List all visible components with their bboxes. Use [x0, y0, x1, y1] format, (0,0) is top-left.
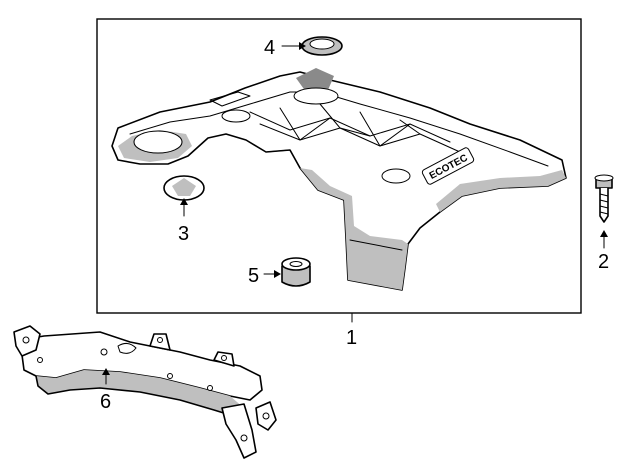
insulator-plug — [281, 257, 311, 287]
assembly-frame — [96, 18, 582, 314]
mounting-bracket — [13, 325, 277, 459]
callout-label-5: 5 — [248, 265, 259, 287]
callout-arrow-4 — [281, 42, 306, 50]
callout-arrow-3 — [180, 198, 188, 217]
callout-label-3: 3 — [178, 223, 189, 245]
grommet-ring — [301, 36, 343, 56]
callout-arrow-5 — [263, 270, 281, 278]
bolt — [594, 174, 614, 223]
callout-label-2: 2 — [598, 251, 609, 273]
mount-grommet — [163, 175, 205, 201]
engine-cover: ECOTEC — [111, 68, 567, 291]
callout-label-6: 6 — [100, 391, 111, 413]
callout-label-1: 1 — [346, 327, 357, 349]
callout-arrow-6 — [102, 368, 110, 385]
callout-arrow-2 — [600, 230, 608, 249]
callout-label-4: 4 — [264, 37, 275, 59]
